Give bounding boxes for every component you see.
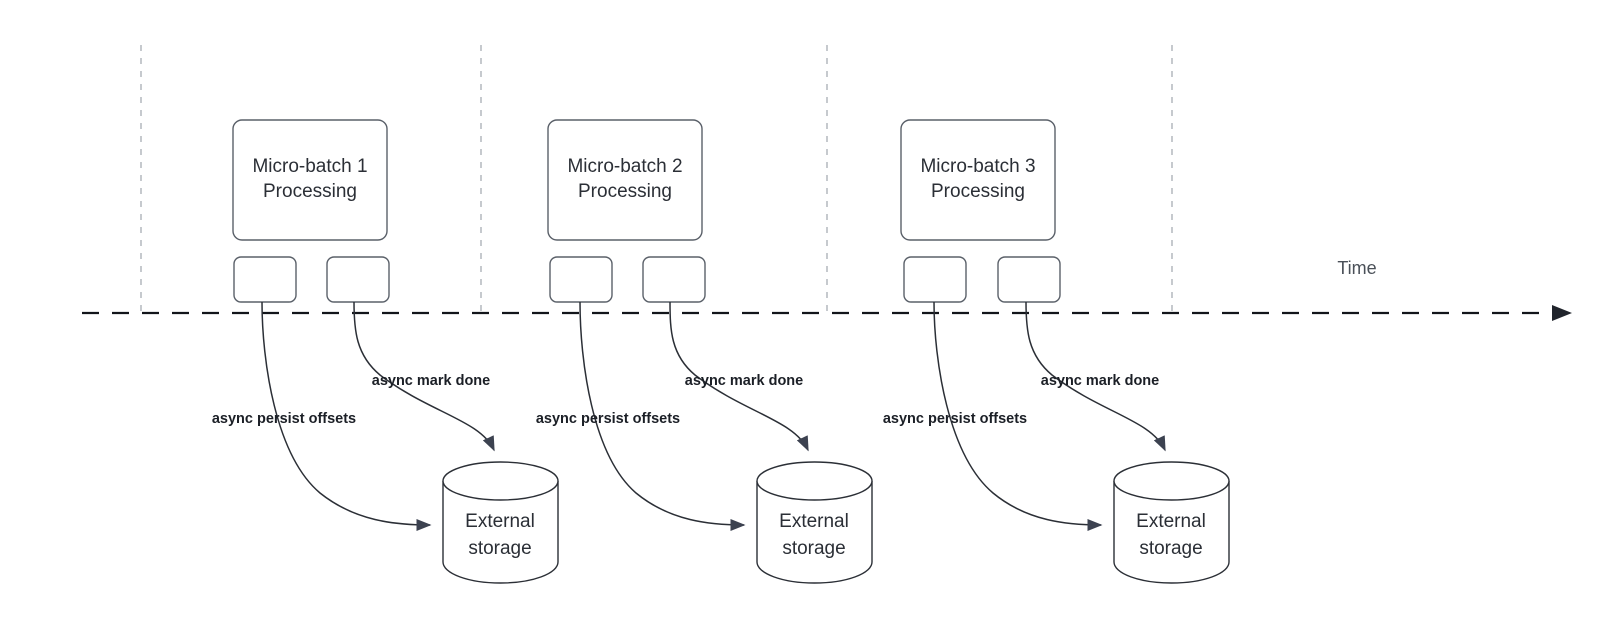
async-persist-offsets-arrow — [933, 301, 1103, 531]
async-mark-done-label: async mark done — [685, 373, 803, 389]
micro-batch-label-line2: Processing — [263, 181, 357, 202]
time-axis-label: Time — [1337, 258, 1376, 278]
batch-group-2: Micro-batch 2 Processing External storag… — [536, 119, 873, 584]
task-box-b[interactable] — [642, 256, 706, 303]
batch-group-3: Micro-batch 3 Processing External storag… — [883, 119, 1230, 584]
micro-batch-box[interactable] — [232, 119, 388, 241]
async-mark-done-arrow — [353, 301, 495, 452]
storage-label-line2: storage — [468, 538, 531, 559]
micro-batch-label-line2: Processing — [578, 181, 672, 202]
async-mark-done-label: async mark done — [372, 373, 490, 389]
micro-batch-box[interactable] — [900, 119, 1056, 241]
right-arrow-icon — [1552, 305, 1572, 321]
time-axis — [82, 305, 1572, 321]
micro-batch-box[interactable] — [547, 119, 703, 241]
external-storage-cylinder[interactable]: External storage — [1113, 461, 1230, 584]
async-persist-offsets-label: async persist offsets — [536, 411, 680, 427]
storage-label-line2: storage — [782, 538, 845, 559]
external-storage-cylinder[interactable]: External storage — [442, 461, 559, 584]
storage-label-line1: External — [779, 511, 849, 532]
micro-batch-label-line1: Micro-batch 3 — [920, 156, 1035, 177]
task-box-b[interactable] — [997, 256, 1061, 303]
async-persist-offsets-label: async persist offsets — [883, 411, 1027, 427]
async-persist-offsets-label: async persist offsets — [212, 411, 356, 427]
micro-batch-label-line1: Micro-batch 1 — [252, 156, 367, 177]
storage-label-line1: External — [465, 511, 535, 532]
async-persist-offsets-arrow — [261, 301, 432, 531]
task-box-a[interactable] — [233, 256, 297, 303]
async-persist-offsets-arrow — [579, 301, 746, 531]
micro-batch-label-line2: Processing — [931, 181, 1025, 202]
batch-group-1: Micro-batch 1 Processing External storag… — [212, 119, 559, 584]
task-box-a[interactable] — [549, 256, 613, 303]
task-box-b[interactable] — [326, 256, 390, 303]
async-mark-done-arrow — [669, 301, 809, 452]
external-storage-cylinder[interactable]: External storage — [756, 461, 873, 584]
storage-label-line1: External — [1136, 511, 1206, 532]
boundary-guides — [140, 45, 1173, 313]
storage-label-line2: storage — [1139, 538, 1202, 559]
async-mark-done-arrow — [1025, 301, 1166, 452]
micro-batch-label-line1: Micro-batch 2 — [567, 156, 682, 177]
async-mark-done-label: async mark done — [1041, 373, 1159, 389]
task-box-a[interactable] — [903, 256, 967, 303]
